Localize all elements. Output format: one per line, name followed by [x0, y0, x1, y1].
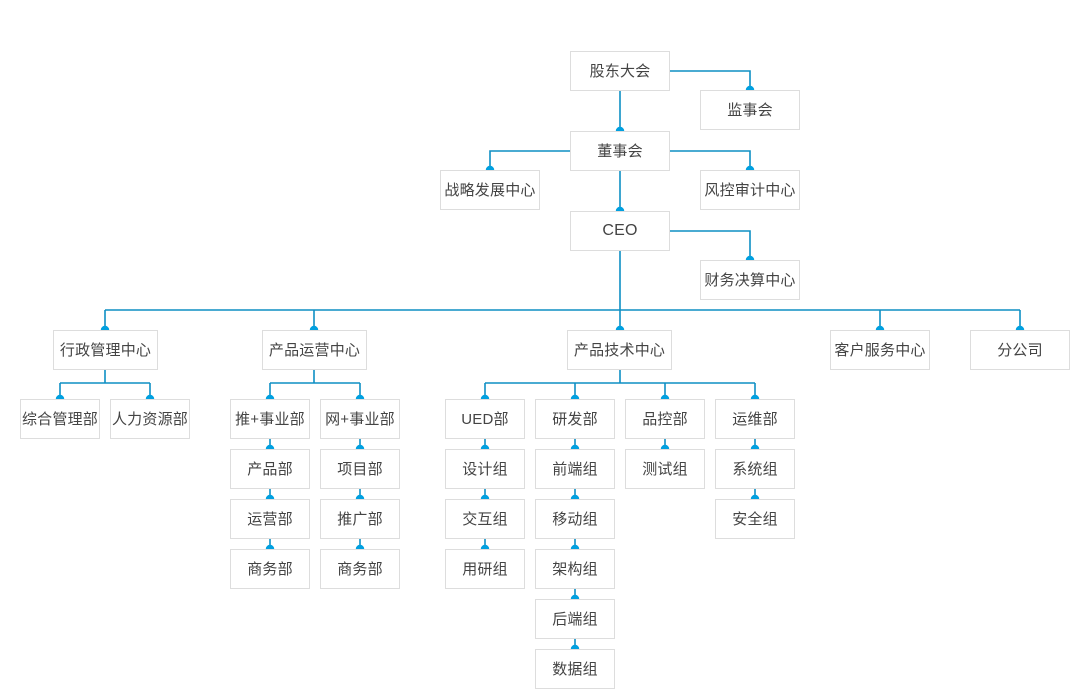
- org-node-label: 推+事业部: [235, 410, 305, 428]
- connector-prodtech-bar: [484, 370, 756, 399]
- org-node-label: 系统组: [732, 460, 778, 478]
- org-node-customer[interactable]: 客户服务中心: [830, 330, 930, 370]
- org-node-label: 财务决算中心: [704, 271, 796, 289]
- org-node-label: 人力资源部: [111, 410, 188, 428]
- org-node-backend_grp[interactable]: 后端组: [535, 599, 615, 639]
- org-node-data_grp[interactable]: 数据组: [535, 649, 615, 689]
- org-node-devops[interactable]: 运维部: [715, 399, 795, 439]
- org-node-security_grp[interactable]: 安全组: [715, 499, 795, 539]
- org-node-label: 设计组: [462, 460, 508, 478]
- org-node-ued[interactable]: UED部: [445, 399, 525, 439]
- org-node-label: 网+事业部: [325, 410, 395, 428]
- org-node-label: 推广部: [337, 510, 383, 528]
- org-node-design_grp[interactable]: 设计组: [445, 449, 525, 489]
- org-node-label: 商务部: [247, 560, 293, 578]
- org-node-ops_dept[interactable]: 运营部: [230, 499, 310, 539]
- org-node-label: 股东大会: [589, 62, 651, 80]
- org-node-qa[interactable]: 品控部: [625, 399, 705, 439]
- org-node-label: 品控部: [642, 410, 688, 428]
- org-node-arch_grp[interactable]: 架构组: [535, 549, 615, 589]
- org-node-label: 移动组: [552, 510, 598, 528]
- org-node-project_dept[interactable]: 项目部: [320, 449, 400, 489]
- org-node-label: CEO: [602, 222, 638, 239]
- org-node-interact_grp[interactable]: 交互组: [445, 499, 525, 539]
- org-node-label: 分公司: [997, 341, 1043, 359]
- org-node-finance[interactable]: 财务决算中心: [700, 260, 800, 300]
- org-node-riskaudit[interactable]: 风控审计中心: [700, 170, 800, 210]
- org-node-wangplus[interactable]: 网+事业部: [320, 399, 400, 439]
- org-node-prodtech[interactable]: 产品技术中心: [567, 330, 672, 370]
- org-node-label: 数据组: [552, 660, 598, 678]
- connector-board-to-strategy: [489, 150, 570, 170]
- org-node-board[interactable]: 董事会: [570, 131, 670, 171]
- org-node-strategy[interactable]: 战略发展中心: [440, 170, 540, 210]
- org-node-label: 客户服务中心: [834, 341, 926, 359]
- org-node-label: 用研组: [462, 560, 508, 578]
- org-node-label: 董事会: [597, 142, 643, 160]
- org-node-label: 风控审计中心: [704, 181, 796, 199]
- org-node-label: 前端组: [552, 460, 598, 478]
- org-node-supervisors[interactable]: 监事会: [700, 90, 800, 130]
- org-node-general[interactable]: 综合管理部: [20, 399, 100, 439]
- org-node-label: 架构组: [552, 560, 598, 578]
- org-node-label: 研发部: [552, 410, 598, 428]
- org-node-research_grp[interactable]: 用研组: [445, 549, 525, 589]
- org-node-test_grp[interactable]: 测试组: [625, 449, 705, 489]
- org-node-label: 后端组: [552, 610, 598, 628]
- org-node-rnd[interactable]: 研发部: [535, 399, 615, 439]
- org-node-label: 安全组: [732, 510, 778, 528]
- org-node-system_grp[interactable]: 系统组: [715, 449, 795, 489]
- org-node-promo_dept[interactable]: 推广部: [320, 499, 400, 539]
- org-node-label: 综合管理部: [21, 410, 98, 428]
- org-node-product_dept[interactable]: 产品部: [230, 449, 310, 489]
- org-node-label: 运维部: [732, 410, 778, 428]
- org-node-label: 交互组: [462, 510, 508, 528]
- org-node-label: 产品运营中心: [268, 341, 361, 359]
- org-node-label: 产品技术中心: [573, 341, 666, 359]
- org-node-branch[interactable]: 分公司: [970, 330, 1070, 370]
- org-node-label: 战略发展中心: [444, 181, 536, 199]
- org-node-label: 商务部: [337, 560, 383, 578]
- org-node-label: 运营部: [247, 510, 293, 528]
- connector-board-to-riskaudit: [670, 150, 751, 170]
- org-node-mobile_grp[interactable]: 移动组: [535, 499, 615, 539]
- org-node-label: 测试组: [642, 460, 688, 478]
- org-node-label: 监事会: [727, 101, 773, 119]
- org-node-shareholders[interactable]: 股东大会: [570, 51, 670, 91]
- connector-prodops-bar: [269, 370, 361, 399]
- org-node-label: UED部: [461, 410, 509, 428]
- connector-ceo-to-finance: [670, 230, 751, 260]
- org-node-biz_dept_a[interactable]: 商务部: [230, 549, 310, 589]
- org-node-hr[interactable]: 人力资源部: [110, 399, 190, 439]
- org-node-label: 产品部: [247, 460, 293, 478]
- org-node-label: 项目部: [337, 460, 383, 478]
- org-node-frontend_grp[interactable]: 前端组: [535, 449, 615, 489]
- connector-ceo-trunk-to-admin: [104, 251, 1020, 330]
- org-node-label: 行政管理中心: [59, 341, 152, 359]
- org-node-prodops[interactable]: 产品运营中心: [262, 330, 367, 370]
- org-node-tuiplus[interactable]: 推+事业部: [230, 399, 310, 439]
- connector-admin-bar: [59, 370, 151, 399]
- connector-shareholders-to-supervisors: [670, 70, 751, 90]
- org-node-ceo[interactable]: CEO: [570, 211, 670, 251]
- org-node-admin[interactable]: 行政管理中心: [53, 330, 158, 370]
- org-node-biz_dept_b[interactable]: 商务部: [320, 549, 400, 589]
